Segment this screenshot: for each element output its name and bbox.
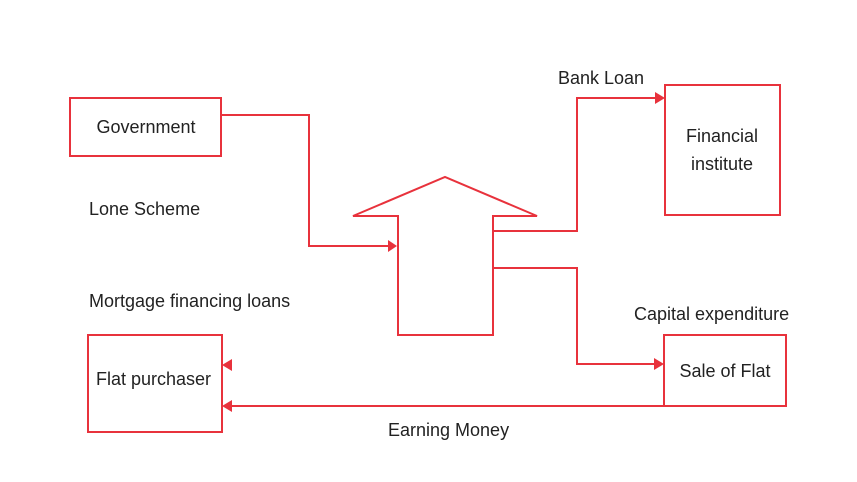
financial-institute-label-line2: institute [691,154,753,174]
arrowhead-into-sale [654,358,664,370]
government-box [69,97,222,157]
earning-money-label: Earning Money [388,420,509,440]
sale-of-flat-box [663,334,787,407]
sale-of-flat-label: Sale of Flat [679,361,770,381]
arrowhead-into-central [388,240,397,252]
connector-arrow-to-financial [493,97,656,232]
bank-loan-label: Bank Loan [558,68,644,88]
financial-institute-box [664,84,781,216]
connector-arrow-to-sale [493,267,655,365]
flat-purchaser-label: Flat purchaser [96,369,211,389]
central-up-arrow [352,175,538,336]
arrowhead-earning-money [222,400,232,412]
connector-government-to-arrow [221,114,388,247]
mortgage-financing-label: Mortgage financing loans [89,291,290,311]
financial-institute-label-line1: Financial [686,126,758,146]
capital-expenditure-label: Capital expenditure [634,304,789,324]
lone-scheme-label: Lone Scheme [89,199,200,219]
government-label: Government [96,117,195,137]
arrowhead-flat-purchaser-upper [222,359,232,371]
flat-purchaser-box [87,334,223,433]
arrowhead-into-financial [655,92,665,104]
